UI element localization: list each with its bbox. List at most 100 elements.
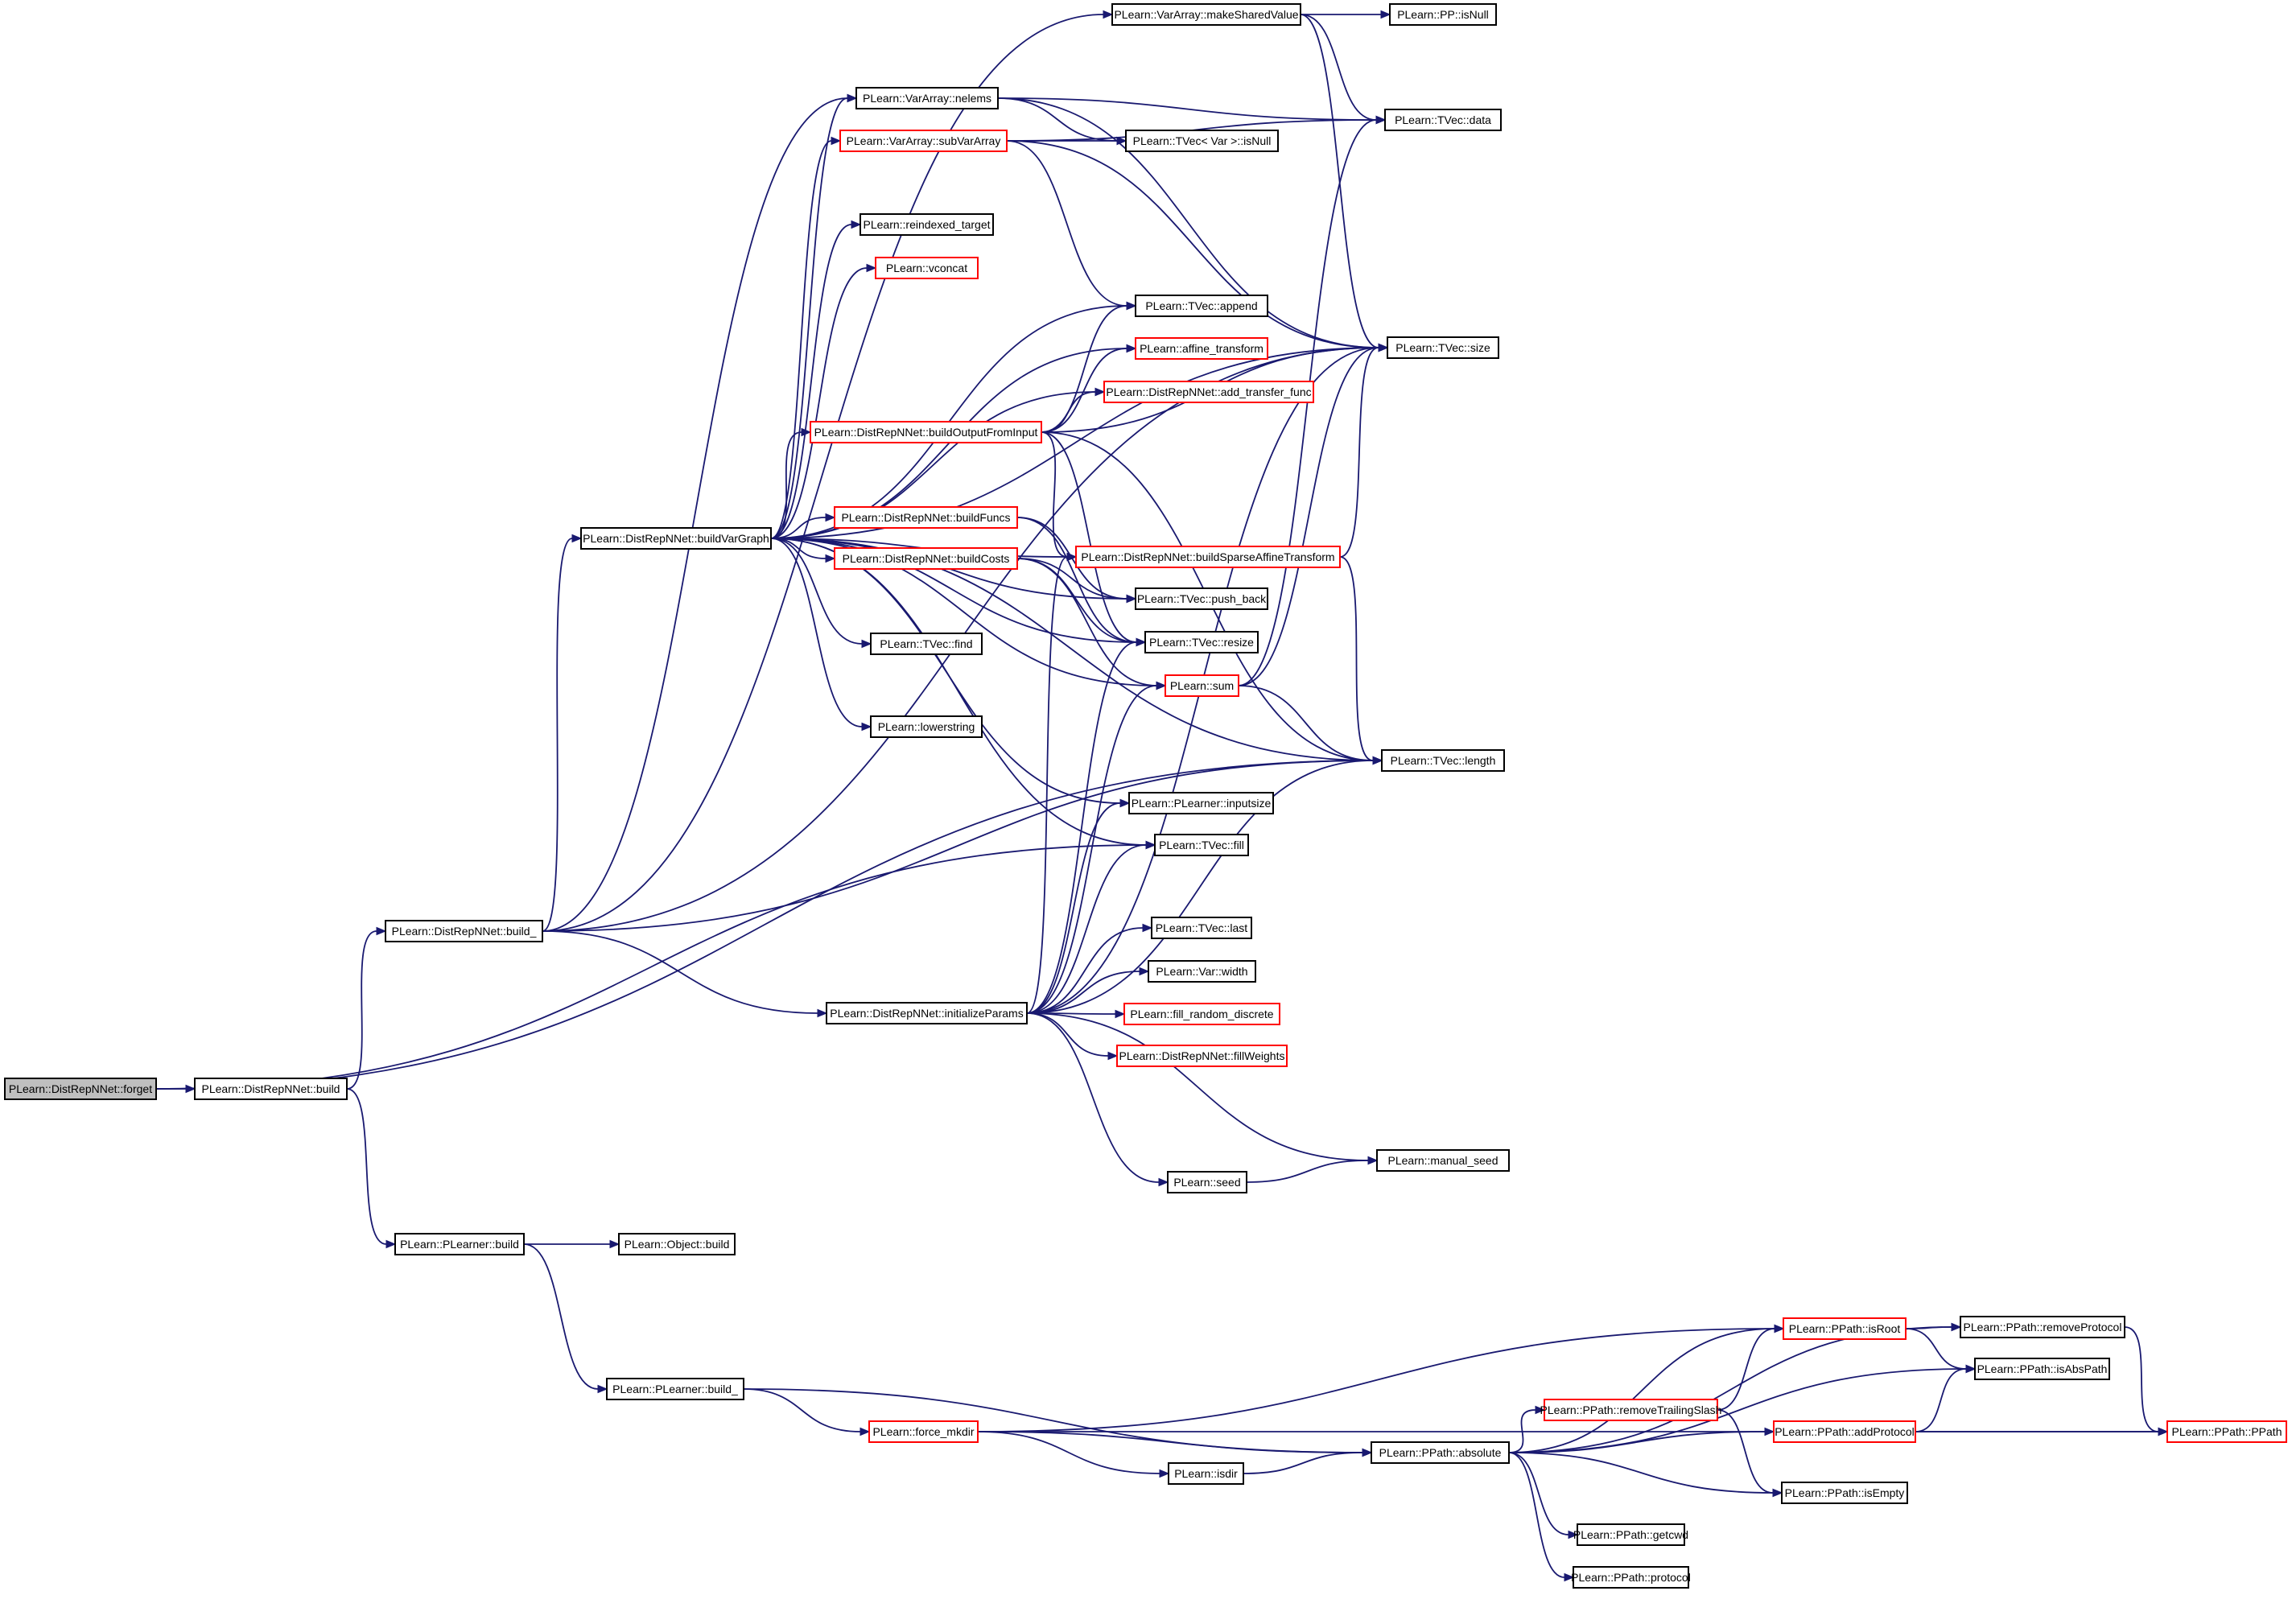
node-label: PLearn::PLearner::build [400, 1238, 519, 1251]
node-size[interactable]: PLearn::TVec::size [1387, 336, 1499, 359]
arrowhead-icon [1372, 756, 1383, 765]
node-label: PLearn::DistRepNNet::build_ [392, 925, 537, 938]
node-nelems[interactable]: PLearn::VarArray::nelems [855, 87, 999, 109]
arrowhead-icon [1764, 1427, 1775, 1436]
node-add-protocol[interactable]: PLearn::PPath::addProtocol [1773, 1420, 1916, 1443]
node-pl-build[interactable]: PLearn::PLearner::build [394, 1233, 525, 1255]
node-push-back[interactable]: PLearn::TVec::push_back [1135, 587, 1268, 610]
arrowhead-icon [1139, 967, 1150, 976]
node-remove-trailing-slash[interactable]: PLearn::PPath::removeTrailingSlash [1540, 1399, 1722, 1421]
node-lowerstring[interactable]: PLearn::lowerstring [870, 715, 983, 738]
node-remove-protocol[interactable]: PLearn::PPath::removeProtocol [1960, 1316, 2125, 1338]
node-absolute[interactable]: PLearn::PPath::absolute [1371, 1441, 1510, 1464]
node-last[interactable]: PLearn::TVec::last [1151, 917, 1252, 939]
node-label: PLearn::PPath::isEmpty [1785, 1486, 1905, 1499]
edge-remove-trailing-slash-to-is-root [1717, 1324, 1785, 1411]
node-forget[interactable]: PLearn::DistRepNNet::forget [4, 1078, 157, 1100]
node-fill-random-discrete[interactable]: PLearn::fill_random_discrete [1123, 1003, 1280, 1025]
arrowhead-icon [1142, 923, 1153, 933]
arrowhead-icon [831, 136, 842, 146]
node-isdir[interactable]: PLearn::isdir [1168, 1462, 1244, 1485]
arrowhead-icon [1156, 681, 1167, 690]
node-build-sparse-affine-transform[interactable]: PLearn::DistRepNNet::buildSparseAffineTr… [1075, 546, 1341, 568]
node-build-funcs[interactable]: PLearn::DistRepNNet::buildFuncs [834, 506, 1018, 529]
node-box [1125, 130, 1279, 152]
node-append[interactable]: PLearn::TVec::append [1135, 295, 1268, 317]
node-dr-build-[interactable]: PLearn::DistRepNNet::build_ [385, 920, 543, 942]
edge-build-sparse-affine-transform-to-length [1339, 556, 1383, 765]
arrowhead-icon [1126, 594, 1137, 604]
node-box [1103, 381, 1314, 403]
arrowhead-icon [1772, 1488, 1783, 1498]
edge-remove-trailing-slash-to-is-empty [1717, 1409, 1783, 1498]
arrowhead-icon [376, 926, 387, 936]
arrowhead-icon [1380, 10, 1391, 19]
node-box [1384, 109, 1502, 131]
node-add-transfer-func[interactable]: PLearn::DistRepNNet::add_transfer_func [1103, 381, 1314, 403]
node-pp-is-null[interactable]: PLearn::PP::isNull [1389, 3, 1497, 26]
node-sum[interactable]: PLearn::sum [1165, 674, 1239, 697]
edge-sub-var-array-to-append [1006, 140, 1137, 311]
node-box [4, 1078, 157, 1100]
node-pp-ppath[interactable]: PLearn::PPath::PPath [2166, 1420, 2287, 1443]
node-pl-build-[interactable]: PLearn::PLearner::build_ [606, 1378, 744, 1400]
arrowhead-icon [866, 263, 877, 273]
node-box [1165, 674, 1239, 697]
node-box [855, 87, 999, 109]
node-length[interactable]: PLearn::TVec::length [1381, 749, 1505, 772]
node-data[interactable]: PLearn::TVec::data [1384, 109, 1502, 131]
node-build[interactable]: PLearn::DistRepNNet::build [194, 1078, 348, 1100]
node-box [1167, 1171, 1247, 1193]
node-box [1135, 295, 1268, 317]
edge-build-costs-to-push-back [1016, 558, 1137, 604]
node-fill[interactable]: PLearn::TVec::fill [1154, 834, 1249, 856]
arrowhead-icon [1103, 10, 1114, 19]
arrowhead-icon [847, 93, 858, 103]
node-fill-weights[interactable]: PLearn::DistRepNNet::fillWeights [1116, 1045, 1288, 1067]
node-is-empty[interactable]: PLearn::PPath::isEmpty [1781, 1482, 1908, 1504]
node-label: PLearn::TVec::fill [1159, 839, 1244, 851]
node-label: PLearn::PLearner::build_ [612, 1383, 738, 1395]
node-obj-build[interactable]: PLearn::Object::build [618, 1233, 736, 1255]
node-sub-var-array[interactable]: PLearn::VarArray::subVarArray [839, 130, 1008, 152]
node-is-abs-path[interactable]: PLearn::PPath::isAbsPath [1974, 1358, 2110, 1380]
edge-build-var-graph-to-sub-var-array [770, 136, 842, 539]
node-find[interactable]: PLearn::TVec::find [870, 633, 983, 655]
arrowhead-icon [851, 220, 862, 229]
node-tvecvar-is-null[interactable]: PLearn::TVec< Var >::isNull [1125, 130, 1279, 152]
node-resize[interactable]: PLearn::TVec::resize [1144, 631, 1259, 653]
node-box [194, 1078, 348, 1100]
node-label: PLearn::TVec::find [880, 637, 972, 650]
arrowhead-icon [1375, 115, 1387, 125]
node-protocol[interactable]: PLearn::PPath::protocol [1571, 1566, 1691, 1589]
arrowhead-icon [817, 1008, 828, 1018]
node-inputsize[interactable]: PLearn::PLearner::inputsize [1128, 792, 1274, 814]
node-box [1148, 960, 1256, 983]
node-make-shared-value[interactable]: PLearn::VarArray::makeSharedValue [1111, 3, 1301, 26]
node-width[interactable]: PLearn::Var::width [1148, 960, 1256, 983]
node-box [1135, 337, 1268, 360]
edge-seed-to-manual-seed [1246, 1156, 1379, 1183]
node-is-root[interactable]: PLearn::PPath::isRoot [1783, 1317, 1907, 1340]
node-affine-transform[interactable]: PLearn::affine_transform [1135, 337, 1268, 360]
node-getcwd[interactable]: PLearn::PPath::getcwd [1573, 1523, 1688, 1546]
node-label: PLearn::TVec::append [1145, 299, 1257, 312]
node-initialize-params[interactable]: PLearn::DistRepNNet::initializeParams [826, 1002, 1028, 1024]
node-label: PLearn::PP::isNull [1397, 8, 1489, 21]
node-vconcat[interactable]: PLearn::vconcat [875, 257, 979, 279]
node-build-output-from-input[interactable]: PLearn::DistRepNNet::buildOutputFromInpu… [810, 421, 1042, 443]
edge-make-shared-value-to-size [1300, 14, 1389, 352]
edge-dr-build--to-initialize-params [542, 930, 828, 1018]
node-box [826, 1002, 1028, 1024]
node-force-mkdir[interactable]: PLearn::force_mkdir [868, 1420, 979, 1443]
node-label: PLearn::VarArray::subVarArray [847, 134, 1001, 147]
node-box [1154, 834, 1249, 856]
node-reindexed-target[interactable]: PLearn::reindexed_target [860, 213, 994, 236]
node-build-costs[interactable]: PLearn::DistRepNNet::buildCosts [834, 547, 1018, 570]
node-box [2166, 1420, 2287, 1443]
node-manual-seed[interactable]: PLearn::manual_seed [1376, 1149, 1510, 1172]
node-build-var-graph[interactable]: PLearn::DistRepNNet::buildVarGraph [580, 527, 772, 550]
edge-build-output-from-input-to-append [1041, 301, 1137, 433]
node-seed[interactable]: PLearn::seed [1167, 1171, 1247, 1193]
